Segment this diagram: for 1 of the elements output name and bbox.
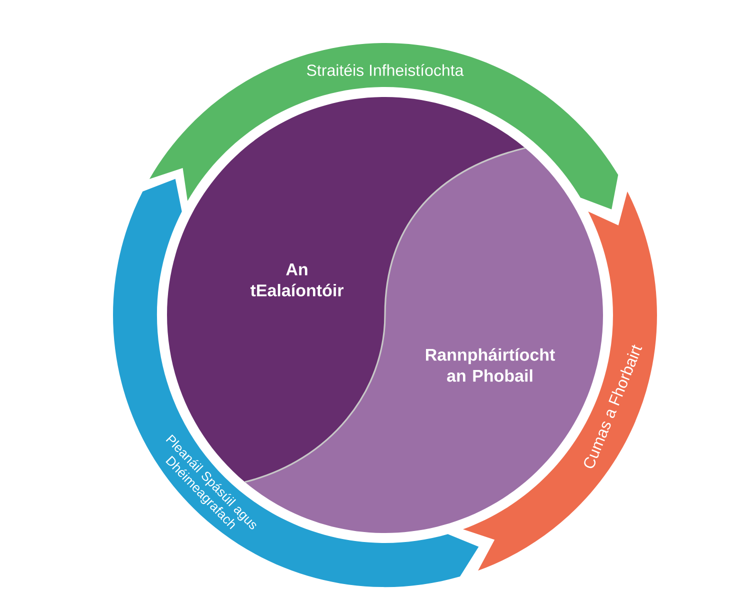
curved-arrow-band: Straitéis Infheistíochta — [149, 42, 618, 210]
